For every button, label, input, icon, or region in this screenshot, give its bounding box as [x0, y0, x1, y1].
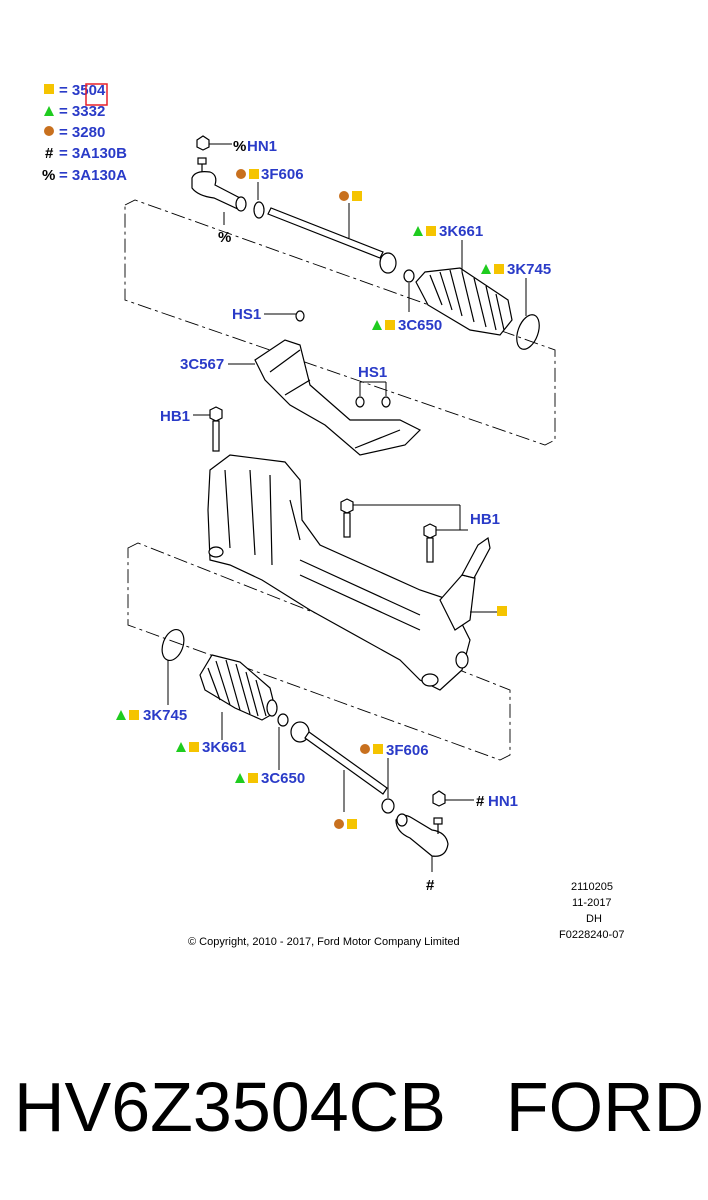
clamp-lower	[235, 713, 289, 783]
legend-text-3332: = 3332	[59, 103, 105, 120]
screw-hs1-upper	[264, 310, 305, 322]
assembly-outlines	[124, 199, 556, 761]
percent-label-upper: %	[218, 229, 231, 246]
part-label-3k661-lower: 3K661	[202, 739, 246, 756]
bolt-hb1-right	[340, 498, 468, 563]
hn1-label-upper-prefix: %	[233, 138, 246, 155]
boot-lower	[176, 654, 278, 752]
nut-lower	[432, 790, 474, 807]
legend-hash-symbol: #	[45, 145, 54, 162]
legend: = 3504 = 3332 = 3280 # = 3A130B % = 3A13…	[42, 82, 127, 184]
legend-text-3504: = 3504	[59, 82, 106, 99]
info-line-3: DH	[586, 913, 602, 925]
part-label-3c650-upper: 3C650	[398, 317, 442, 334]
legend-square-icon	[44, 84, 54, 94]
legend-triangle-icon	[44, 106, 54, 116]
info-line-4: F0228240-07	[559, 929, 624, 941]
part-label-hb1-left: HB1	[160, 408, 190, 425]
nut-upper	[196, 135, 232, 151]
part-label-hs1-upper: HS1	[232, 306, 261, 323]
steering-gear-body	[207, 454, 507, 691]
info-line-2: 11-2017	[572, 897, 612, 909]
part-label-3k661-upper: 3K661	[439, 223, 483, 240]
part-label-3f606-lower: 3F606	[386, 742, 429, 759]
bottom-caption: HV6Z3504CB FORD	[14, 1062, 704, 1162]
jam-nut-upper	[236, 169, 265, 219]
part-label-3c650-lower: 3C650	[261, 770, 305, 787]
hn1-label-lower: HN1	[488, 793, 518, 810]
heat-shield	[228, 339, 422, 456]
part-number: HV6Z3504CB	[14, 1068, 446, 1146]
part-label-hb1-right: HB1	[470, 511, 500, 528]
part-label-3f606-upper: 3F606	[261, 166, 304, 183]
legend-text-3a130a: = 3A130A	[59, 167, 127, 184]
copyright: © Copyright, 2010 - 2017, Ford Motor Com…	[188, 936, 460, 948]
inner-tie-rod-upper	[267, 191, 397, 274]
brand-name: FORD	[505, 1068, 705, 1146]
boot-clamp-upper	[481, 264, 540, 350]
boot-upper	[413, 226, 513, 336]
drawing-info: 2110205 11-2017 DH F0228240-07 © Copyrig…	[188, 881, 624, 948]
part-label-3k745-upper: 3K745	[507, 261, 551, 278]
bolt-hb1-left	[193, 406, 223, 452]
inner-tie-rod-lower	[290, 721, 388, 829]
tie-rod-end-lower	[395, 813, 449, 872]
highlight-box	[85, 83, 108, 106]
legend-text-3280: = 3280	[59, 124, 105, 141]
jam-nut-lower	[360, 744, 395, 814]
part-label-3c567: 3C567	[180, 356, 224, 373]
legend-text-3a130b: = 3A130B	[59, 145, 127, 162]
legend-percent-symbol: %	[42, 167, 55, 184]
screw-hs1-lower	[355, 381, 391, 408]
legend-circle-icon	[44, 126, 54, 136]
hn1-label-upper: HN1	[247, 138, 277, 155]
tie-rod-end-upper	[191, 157, 247, 225]
hn1-label-lower-prefix: #	[476, 793, 485, 810]
boot-clamp-lower	[116, 628, 185, 720]
hash-label-lower: #	[426, 877, 435, 894]
part-label-3k745-lower: 3K745	[143, 707, 187, 724]
clamp-upper	[372, 269, 415, 330]
info-line-1: 2110205	[571, 881, 613, 893]
part-label-hs1-lower: HS1	[358, 364, 387, 381]
